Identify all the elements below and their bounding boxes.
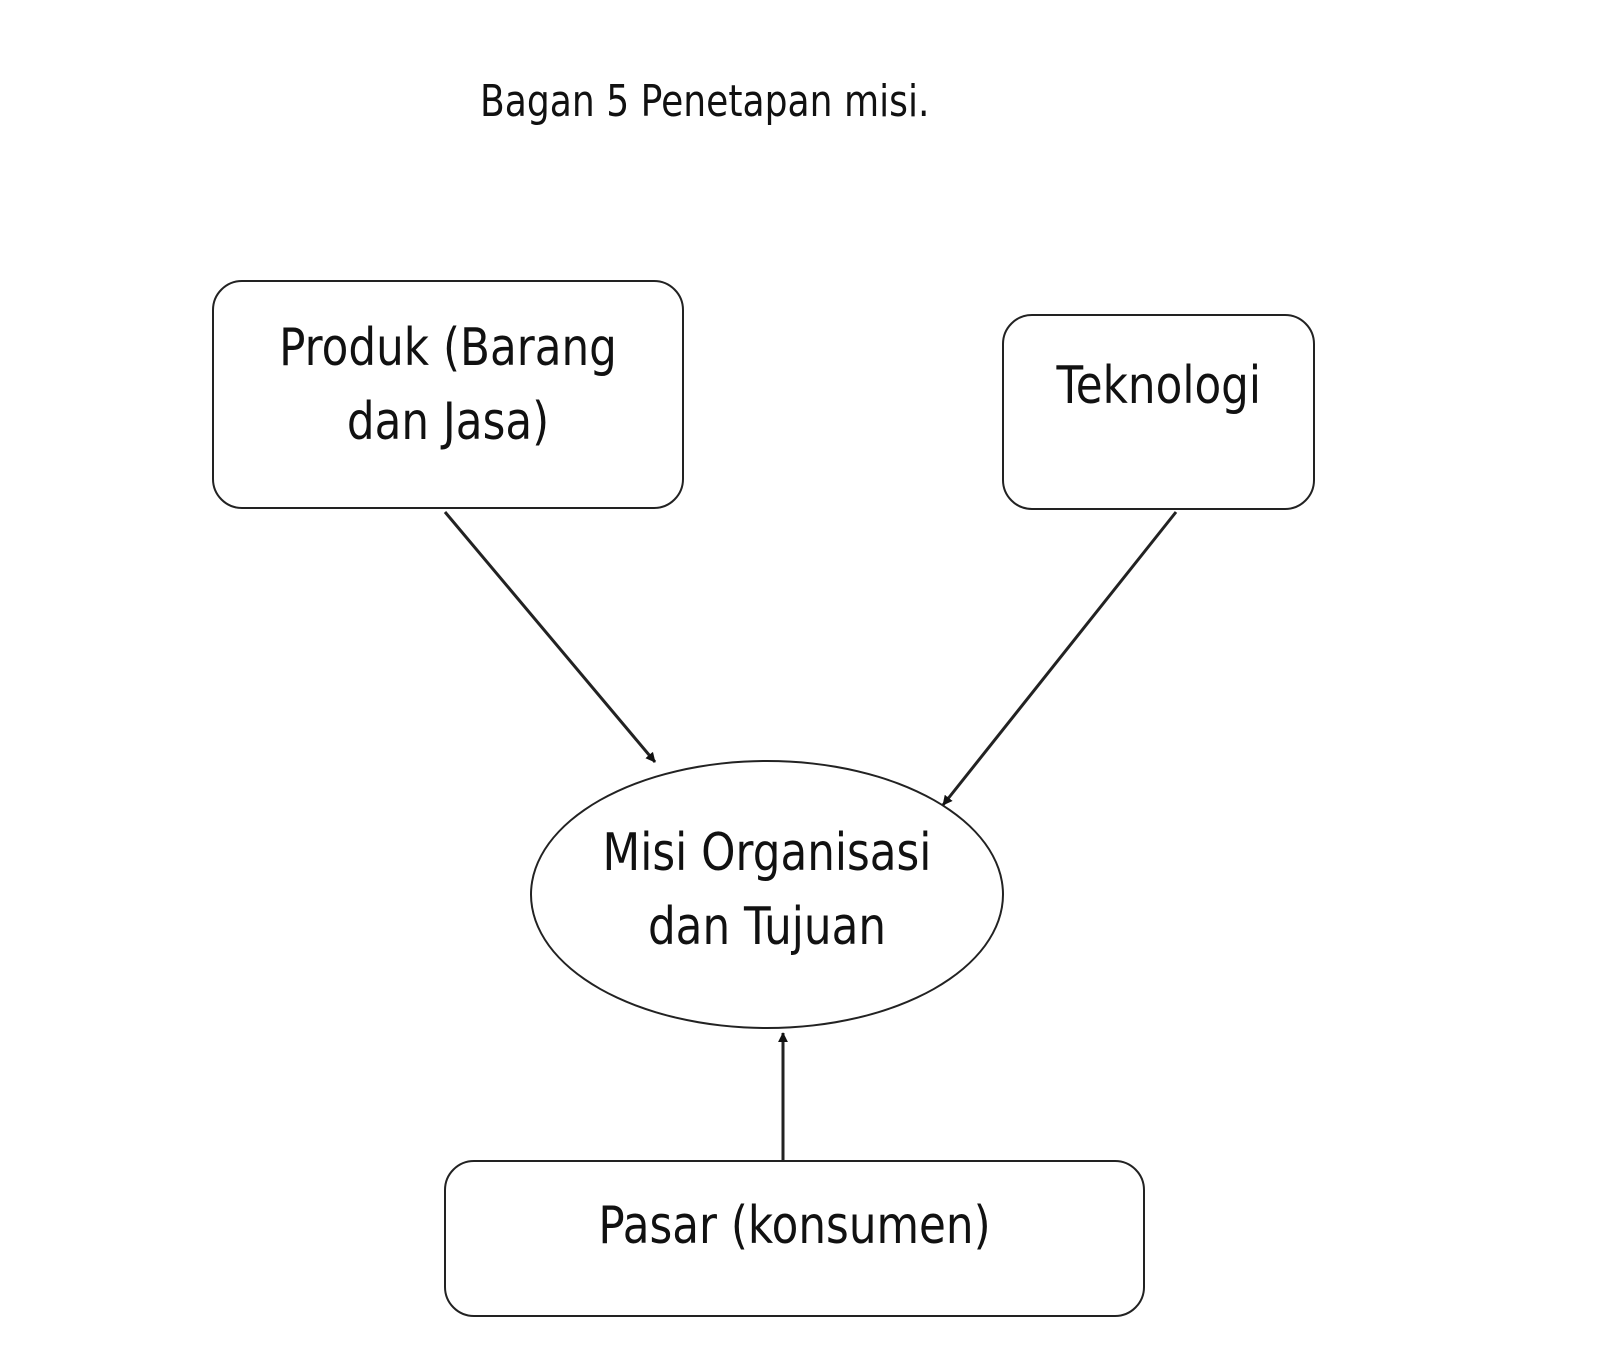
node-misi: Misi Organisasi dan Tujuan xyxy=(530,760,1004,1029)
node-misi-label: Misi Organisasi dan Tujuan xyxy=(602,822,932,957)
node-pasar-label: Pasar (konsumen) xyxy=(598,1195,991,1256)
node-teknologi: Teknologi xyxy=(1002,314,1315,510)
node-produk: Produk (Barang dan Jasa) xyxy=(212,280,684,509)
arrow-produk-to-misi xyxy=(443,511,657,763)
node-teknologi-label: Teknologi xyxy=(1056,356,1261,416)
node-pasar: Pasar (konsumen) xyxy=(444,1160,1145,1317)
diagram-caption: Bagan 5 Penetapan misi. xyxy=(480,76,930,127)
arrow-teknologi-to-misi xyxy=(941,511,1178,806)
node-produk-label: Produk (Barang dan Jasa) xyxy=(279,317,617,452)
